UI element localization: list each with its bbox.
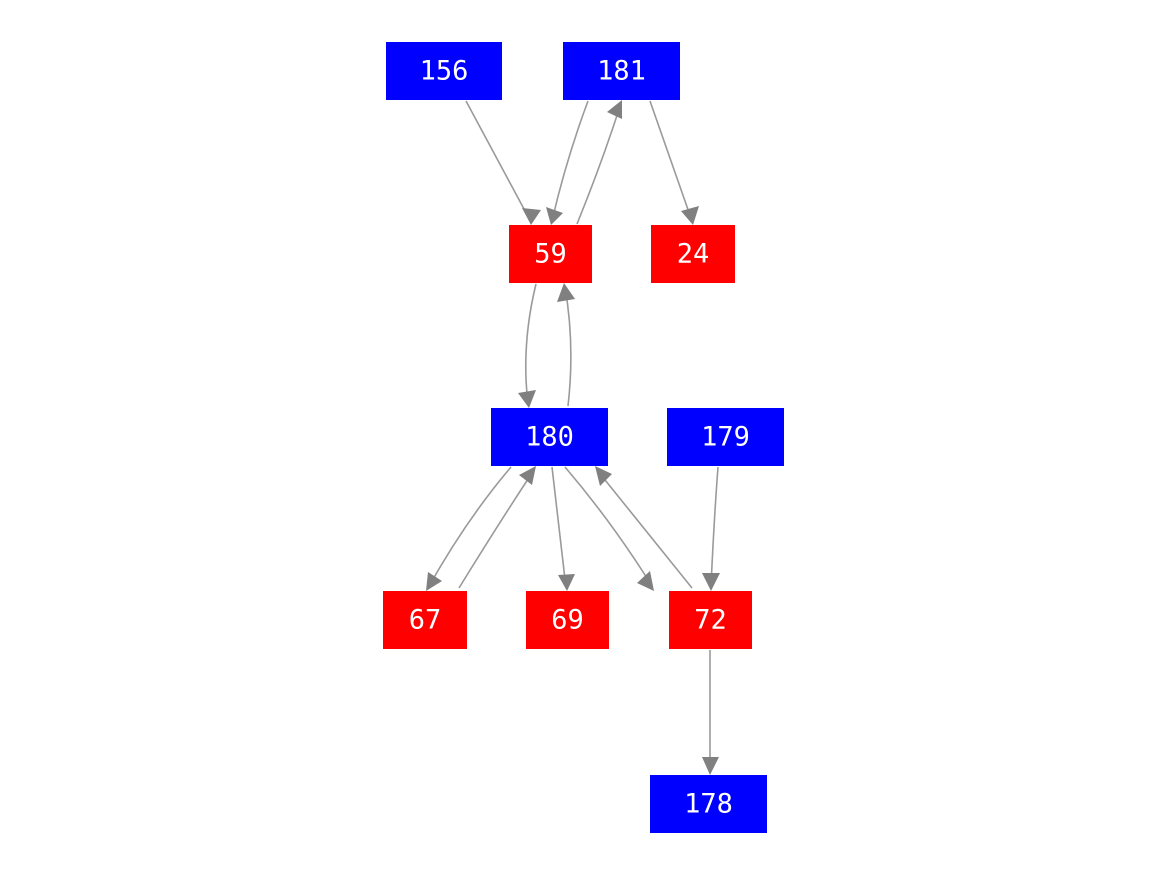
edge-179-to-72 bbox=[702, 466, 720, 591]
node-label: 59 bbox=[534, 239, 567, 270]
edge-156-to-59 bbox=[465, 100, 541, 225]
arrowhead-icon bbox=[637, 571, 654, 591]
node-box[interactable] bbox=[563, 42, 680, 100]
edge-180-to-59 bbox=[557, 283, 575, 407]
edge-line bbox=[596, 469, 693, 589]
edge-line bbox=[524, 283, 537, 405]
edge-line bbox=[427, 466, 512, 589]
node-label: 180 bbox=[525, 422, 574, 453]
node-label: 156 bbox=[420, 56, 469, 87]
edge-59-to-181 bbox=[576, 100, 622, 225]
arrowhead-icon bbox=[522, 208, 541, 225]
edge-line bbox=[576, 102, 622, 225]
arrowhead-icon bbox=[558, 574, 575, 591]
edge-line bbox=[465, 100, 532, 223]
edge-line bbox=[649, 100, 693, 222]
graph-node-59[interactable]: 59 bbox=[509, 225, 592, 283]
node-label: 24 bbox=[677, 239, 710, 270]
graph-node-72[interactable]: 72 bbox=[669, 591, 752, 649]
arrowhead-icon bbox=[519, 466, 536, 485]
arrowhead-icon bbox=[557, 283, 575, 302]
edge-line bbox=[458, 469, 535, 589]
graph-node-181[interactable]: 181 bbox=[563, 42, 680, 100]
node-label: 178 bbox=[684, 789, 733, 820]
graph-node-178[interactable]: 178 bbox=[650, 775, 767, 833]
edges-layer bbox=[426, 100, 720, 775]
node-box[interactable] bbox=[669, 591, 752, 649]
arrowhead-icon bbox=[426, 572, 442, 591]
edge-180-to-67 bbox=[426, 466, 512, 591]
arrowhead-icon bbox=[702, 757, 719, 775]
node-box[interactable] bbox=[526, 591, 609, 649]
graph-node-69[interactable]: 69 bbox=[526, 591, 609, 649]
edge-line bbox=[564, 466, 653, 587]
edge-line bbox=[564, 286, 572, 407]
edge-line bbox=[551, 466, 567, 589]
edge-line bbox=[551, 100, 589, 222]
node-label: 69 bbox=[551, 605, 584, 636]
edge-67-to-180 bbox=[458, 466, 536, 589]
node-box[interactable] bbox=[667, 408, 784, 466]
node-label: 179 bbox=[701, 422, 750, 453]
edge-line bbox=[710, 466, 719, 587]
node-label: 67 bbox=[409, 605, 442, 636]
edge-180-to-72 bbox=[564, 466, 654, 591]
node-box[interactable] bbox=[650, 775, 767, 833]
arrowhead-icon bbox=[702, 573, 720, 591]
edge-72-to-180 bbox=[595, 466, 693, 589]
edge-180-to-69 bbox=[551, 466, 575, 591]
graph-node-180[interactable]: 180 bbox=[491, 408, 608, 466]
edge-181-to-24 bbox=[649, 100, 699, 225]
arrowhead-icon bbox=[681, 206, 699, 225]
arrowhead-icon bbox=[518, 390, 536, 408]
edge-72-to-178 bbox=[702, 650, 719, 775]
graph-node-67[interactable]: 67 bbox=[383, 591, 467, 649]
graph-node-179[interactable]: 179 bbox=[667, 408, 784, 466]
arrowhead-icon bbox=[595, 466, 612, 486]
edge-181-to-59 bbox=[546, 100, 589, 225]
graph-node-156[interactable]: 156 bbox=[386, 42, 502, 100]
arrowhead-icon bbox=[607, 100, 622, 119]
node-box[interactable] bbox=[491, 408, 608, 466]
node-box[interactable] bbox=[651, 225, 735, 283]
edge-59-to-180 bbox=[518, 283, 537, 408]
node-box[interactable] bbox=[383, 591, 467, 649]
nodes-layer: 156 181 59 24 180 179 67 69 72 178 bbox=[383, 42, 784, 833]
node-box[interactable] bbox=[386, 42, 502, 100]
node-box[interactable] bbox=[509, 225, 592, 283]
graph-node-24[interactable]: 24 bbox=[651, 225, 735, 283]
node-label: 72 bbox=[694, 605, 727, 636]
arrowhead-icon bbox=[546, 207, 563, 225]
node-label: 181 bbox=[597, 56, 646, 87]
